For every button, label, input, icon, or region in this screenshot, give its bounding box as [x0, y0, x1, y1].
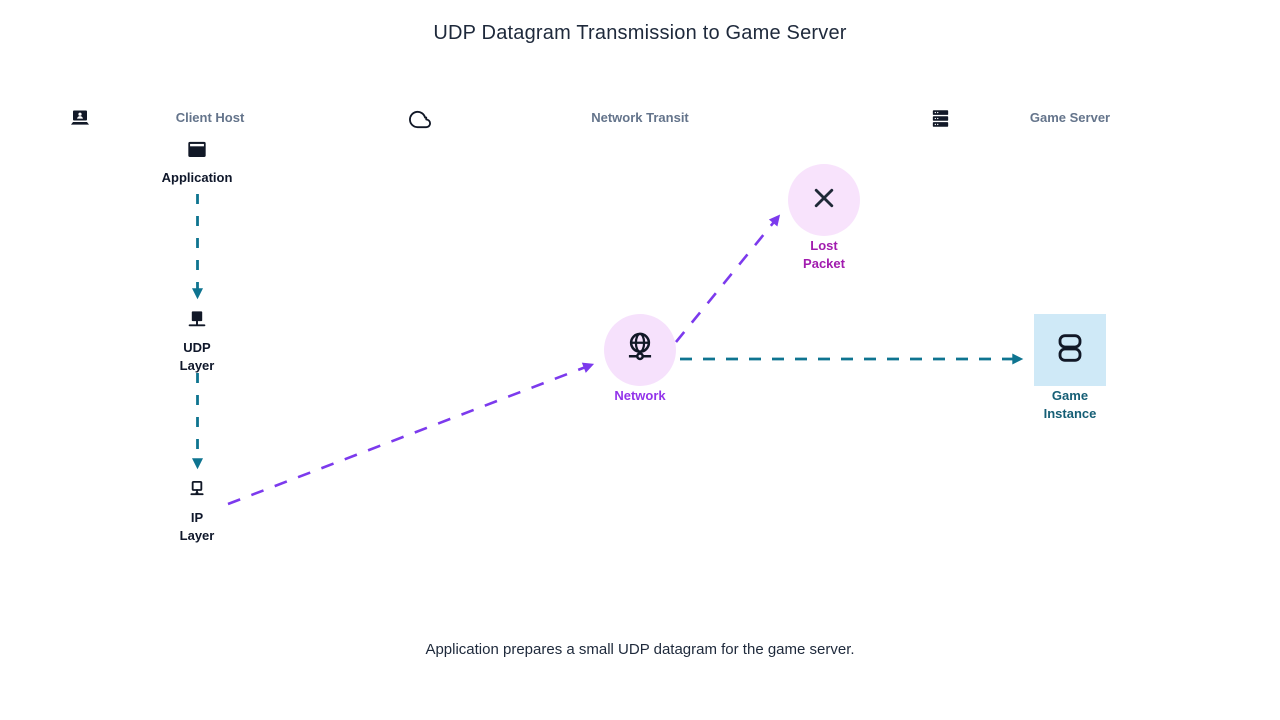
globe-network-icon — [621, 329, 659, 372]
app-window-icon — [184, 137, 210, 163]
network-port-icon — [184, 307, 210, 333]
laptop-user-icon — [68, 106, 92, 130]
node-label-application: Application — [161, 170, 233, 185]
lane-label-game-server: Game Server — [1029, 110, 1111, 125]
node-label-udp-layer: UDP Layer — [179, 340, 215, 373]
node-lost-packet — [788, 164, 860, 236]
edge-network-to-lost-packet — [674, 214, 781, 343]
cloud-icon — [408, 107, 432, 131]
node-label-ip-layer: IP Layer — [179, 510, 215, 543]
x-icon — [806, 180, 842, 221]
step-caption: Application prepares a small UDP datagra… — [425, 641, 855, 658]
node-label-game-instance: Game Instance — [1043, 388, 1097, 421]
node-game-instance — [1034, 314, 1106, 386]
server-rack-icon — [928, 106, 952, 130]
database-icon — [1050, 328, 1090, 373]
node-label-network: Network — [614, 388, 666, 403]
network-port-outline-icon — [184, 477, 210, 503]
lane-label-client-host: Client Host — [175, 110, 245, 125]
node-label-lost-packet: Lost Packet — [803, 238, 845, 271]
page-title: UDP Datagram Transmission to Game Server — [433, 22, 847, 44]
edge-ip-to-network — [227, 362, 595, 506]
node-network — [604, 314, 676, 386]
lane-label-network-transit: Network Transit — [591, 110, 689, 125]
